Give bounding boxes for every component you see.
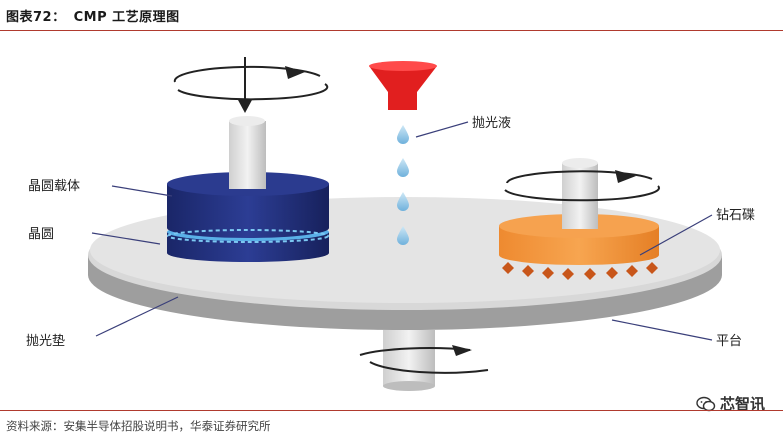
- bottom-rule: [0, 410, 783, 411]
- top-rule: [0, 30, 783, 31]
- source-note: 资料来源：安集半导体招股说明书，华泰证券研究所: [6, 419, 271, 433]
- droplet: [397, 125, 409, 144]
- wafer: [167, 229, 329, 243]
- label-platen: 平台: [716, 334, 742, 349]
- cmp-diagram: 抛光液 晶圆载体 晶圆 钻石碟 抛光垫 平台: [26, 57, 755, 391]
- label-wafer: 晶圆: [28, 227, 54, 242]
- watermark-text: 芯智讯: [719, 395, 765, 413]
- figure-caption: CMP 工艺原理图: [73, 10, 180, 25]
- label-pad: 抛光垫: [26, 333, 65, 349]
- wechat-icon: [696, 396, 716, 411]
- slurry-droplets: [397, 125, 409, 245]
- carrier-spindle: [229, 116, 266, 189]
- label-diamond-disk: 钻石碟: [716, 208, 755, 223]
- platen-rotation-icon: [359, 345, 489, 374]
- disk-rotation-icon: [504, 170, 661, 202]
- leader-lines: [91, 121, 713, 341]
- slurry-nozzle: [369, 61, 437, 110]
- droplet: [397, 158, 409, 177]
- droplet: [397, 226, 409, 245]
- disk-spindle: [562, 158, 598, 229]
- figure-title: 图表72： CMP 工艺原理图: [6, 6, 188, 25]
- label-slurry: 抛光液: [472, 116, 511, 131]
- down-force-arrow-icon: [238, 57, 252, 113]
- label-carrier: 晶圆载体: [28, 179, 80, 194]
- watermark: 芯智讯: [696, 393, 765, 414]
- figure-number: 图表72：: [6, 10, 66, 25]
- platen-spindle: [383, 330, 435, 391]
- droplet: [397, 192, 409, 211]
- carrier-rotation-icon: [173, 65, 329, 101]
